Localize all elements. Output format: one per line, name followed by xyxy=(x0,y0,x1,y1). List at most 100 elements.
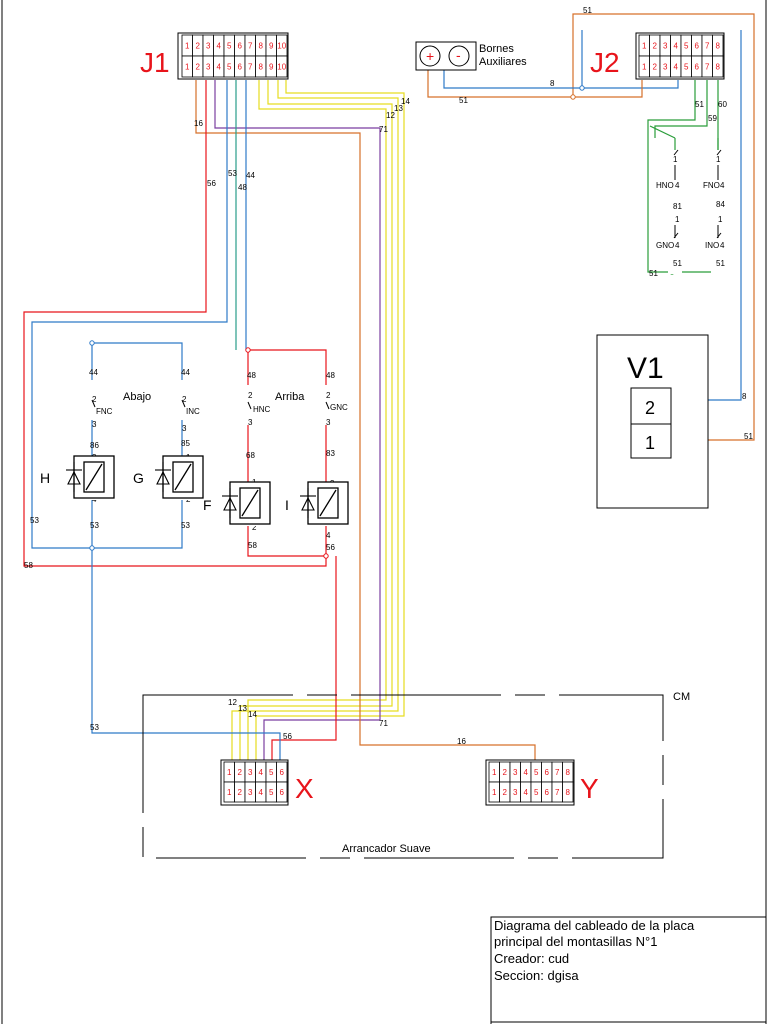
j1-pin-label: 5 xyxy=(227,42,232,51)
y-pin-label: 3 xyxy=(513,788,518,797)
svg-text:51: 51 xyxy=(744,432,753,441)
svg-text:2: 2 xyxy=(182,395,187,404)
svg-text:84: 84 xyxy=(716,200,725,209)
j1-pin-label: 9 xyxy=(269,63,274,72)
svg-text:60: 60 xyxy=(718,100,727,109)
svg-text:3: 3 xyxy=(182,424,187,433)
svg-text:12: 12 xyxy=(386,111,395,120)
j2-pin-label: 3 xyxy=(663,63,668,72)
svg-text:85: 85 xyxy=(181,439,190,448)
y-pin-label: 3 xyxy=(513,768,518,777)
j2-pin-label: 6 xyxy=(695,63,700,72)
svg-text:71: 71 xyxy=(379,719,388,728)
relay-f-label: F xyxy=(203,497,212,513)
svg-text:14: 14 xyxy=(248,710,257,719)
y-label: Y xyxy=(580,773,599,804)
relay-i-label: I xyxy=(285,497,289,513)
svg-text:2: 2 xyxy=(248,391,253,400)
svg-text:3: 3 xyxy=(92,420,97,429)
y-pin-label: 2 xyxy=(503,768,508,777)
relay-f xyxy=(221,481,272,526)
svg-text:1: 1 xyxy=(675,215,680,224)
svg-text:59: 59 xyxy=(708,114,717,123)
j1-pin-label: 3 xyxy=(206,63,211,72)
svg-text:44: 44 xyxy=(181,368,190,377)
y-pin-label: 7 xyxy=(555,788,560,797)
group-abajo: Abajo xyxy=(123,391,151,403)
j2-switches: 1 HNO 4 81 1 GNO 4 51 1 FNO 4 84 1 INO 4… xyxy=(649,149,725,278)
svg-text:13: 13 xyxy=(394,104,403,113)
svg-text:51: 51 xyxy=(649,269,658,278)
svg-text:GNC: GNC xyxy=(330,403,348,412)
title-line-3: Creador: cud xyxy=(494,951,569,966)
j1-pin-label: 6 xyxy=(238,63,243,72)
svg-text:58: 58 xyxy=(24,561,33,570)
svg-text:2: 2 xyxy=(326,391,331,400)
svg-text:16: 16 xyxy=(194,119,203,128)
svg-text:HNC: HNC xyxy=(253,405,271,414)
svg-text:13: 13 xyxy=(238,704,247,713)
x-pin-label: 2 xyxy=(238,768,243,777)
svg-text:81: 81 xyxy=(673,202,682,211)
j2-pin-label: 3 xyxy=(663,42,668,51)
svg-text:51: 51 xyxy=(459,96,468,105)
svg-text:71: 71 xyxy=(379,125,388,134)
svg-text:16: 16 xyxy=(457,737,466,746)
svg-text:86: 86 xyxy=(90,441,99,450)
y-pin-label: 8 xyxy=(566,768,571,777)
svg-text:INC: INC xyxy=(186,407,200,416)
x-pin-label: 2 xyxy=(238,788,243,797)
j2-pin-label: 7 xyxy=(705,63,710,72)
svg-text:FNC: FNC xyxy=(96,407,113,416)
svg-text:1: 1 xyxy=(673,155,678,164)
title-line-4: Seccion: dgisa xyxy=(494,968,579,983)
svg-text:2: 2 xyxy=(252,523,257,532)
minus-terminal: - xyxy=(456,47,461,63)
title-block: Diagrama del cableado de la placa princi… xyxy=(490,916,767,1024)
x-pin-label: 1 xyxy=(227,768,232,777)
svg-text:56: 56 xyxy=(326,543,335,552)
svg-text:48: 48 xyxy=(326,371,335,380)
j1-pin-label: 2 xyxy=(196,63,201,72)
svg-text:83: 83 xyxy=(326,449,335,458)
svg-text:GNO: GNO xyxy=(656,241,674,250)
relay-i xyxy=(299,481,350,526)
svg-text:4: 4 xyxy=(720,241,725,250)
svg-text:53: 53 xyxy=(228,169,237,178)
j1-pin-label: 3 xyxy=(206,42,211,51)
y-pin-label: 7 xyxy=(555,768,560,777)
svg-text:INO: INO xyxy=(705,241,719,250)
y-pin-label: 6 xyxy=(545,788,550,797)
svg-text:14: 14 xyxy=(401,97,410,106)
plus-terminal: + xyxy=(426,48,434,64)
svg-text:1: 1 xyxy=(718,215,723,224)
j1-pin-cell xyxy=(276,55,288,78)
y-pin-label: 5 xyxy=(534,768,539,777)
aux-label-2: Auxiliares xyxy=(479,56,527,68)
j2-pin-label: 1 xyxy=(642,63,647,72)
relay-h-label: H xyxy=(40,470,50,486)
j1-pin-label: 6 xyxy=(238,42,243,51)
v1-box: V1 2 1 xyxy=(596,334,709,509)
y-pin-label: 8 xyxy=(566,788,571,797)
svg-text:51: 51 xyxy=(673,259,682,268)
aux-label-1: Bornes xyxy=(479,43,514,55)
j1-pin-label: 2 xyxy=(196,42,201,51)
svg-text:3: 3 xyxy=(248,418,253,427)
svg-text:4: 4 xyxy=(675,241,680,250)
j1-pin-label: 8 xyxy=(259,63,264,72)
j1-pin-label: 5 xyxy=(227,63,232,72)
j2-pin-label: 8 xyxy=(716,42,721,51)
svg-text:12: 12 xyxy=(228,698,237,707)
svg-text:53: 53 xyxy=(30,516,39,525)
svg-text:4: 4 xyxy=(720,181,725,190)
svg-text:1: 1 xyxy=(716,155,721,164)
j1-pin-label: 9 xyxy=(269,42,274,51)
j1-pin-label: 4 xyxy=(217,42,222,51)
wire-numbers: 51 8 51 14 13 12 71 16 56 53 44 48 51 60… xyxy=(194,6,753,441)
svg-text:51: 51 xyxy=(716,259,725,268)
svg-text:4: 4 xyxy=(675,181,680,190)
j2-pin-label: 4 xyxy=(674,63,679,72)
